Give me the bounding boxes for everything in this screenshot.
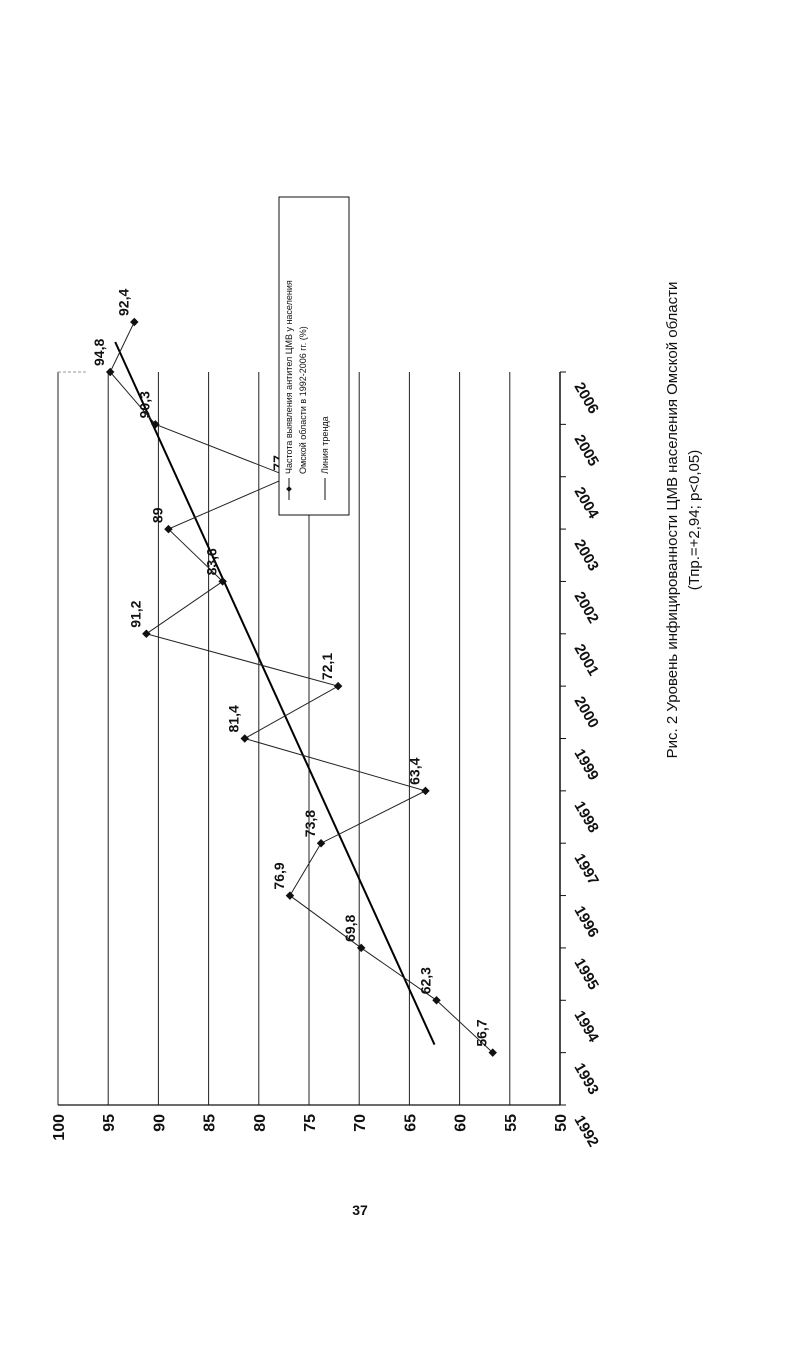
data-point [240,734,249,743]
data-label: 62,3 [418,967,434,994]
data-label: 72,1 [319,653,335,680]
data-point [432,996,441,1005]
category-tick-label: 1999 [571,746,602,783]
trend-layer [114,341,436,1046]
data-label: 81,4 [226,705,242,732]
data-point [285,891,295,900]
value-tick-label: 90 [151,1114,168,1132]
category-tick-label: 1992 [571,1113,602,1150]
page-number: 37 [352,1202,368,1218]
data-point [130,317,139,327]
legend-series-label: Омской области в 1992-2006 гг. (%) [298,326,308,474]
data-point [333,681,343,691]
legend-trend-label: Линия тренда [320,416,330,474]
label-layer: 56,7 62,3 69,8 76,9 73,8 63,4 81,4 72,1 91,2 83,6… [91,289,490,1047]
category-tick-label: 2004 [571,484,603,522]
value-tick-label: 60 [453,1114,470,1132]
category-tick-label: 2002 [571,589,602,626]
category-tick-label: 1993 [571,1060,602,1097]
value-tick-label: 75 [302,1114,319,1132]
legend-series-marker [286,486,292,492]
legend-series-label: Частота выявления антител ЦМВ у населени… [284,280,294,474]
category-tick-label: 1995 [571,955,602,992]
category-tick-label: 2005 [571,432,602,469]
figure-caption: Рис. 2 Уровень инфицированности ЦМВ насе… [664,282,703,759]
category-tick-label: 1998 [571,798,602,835]
category-tick-label: 2006 [571,380,602,417]
grid-layer [57,372,511,1105]
data-label: 91,2 [127,600,143,627]
legend: Частота выявления антител ЦМВ у населени… [278,196,350,516]
trend-line [114,341,436,1046]
data-point [488,1048,497,1057]
category-tick-label: 1997 [571,851,602,888]
value-tick-label: 55 [503,1114,520,1132]
data-label: 92,4 [115,289,131,316]
data-label: 56,7 [474,1019,490,1046]
caption-line-1: Рис. 2 Уровень инфицированности ЦМВ насе… [664,282,681,759]
category-tick-label: 2000 [571,694,602,731]
category-tick-label: 1996 [571,903,602,940]
category-tick-label: 2001 [571,641,602,678]
value-tick-label: 95 [101,1114,118,1132]
value-tick-label: 100 [51,1114,68,1141]
value-tick-label: 70 [352,1114,369,1132]
category-tick-label: 2003 [571,537,602,574]
legend-box [278,196,350,516]
data-label: 89 [149,507,165,523]
category-tick-label: 1994 [571,1008,603,1046]
data-point [316,838,326,848]
data-label: 90,3 [136,391,152,418]
data-point [142,629,151,639]
caption-line-2: (Тпр.=+2,94; p<0,05) [686,450,703,590]
data-point [151,420,160,429]
data-label: 73,8 [302,810,318,837]
data-point [356,943,366,953]
value-tick-label: 50 [553,1114,570,1132]
data-point [105,367,115,377]
value-tick-label: 65 [402,1114,419,1132]
data-label: 69,8 [342,914,358,941]
data-label: 76,9 [271,862,287,889]
value-tick-label: 85 [202,1114,219,1132]
value-tick-label: 80 [252,1114,269,1132]
data-label: 83,6 [204,548,220,575]
data-point [421,786,430,796]
data-label: 63,4 [406,757,422,784]
data-label: 94,8 [91,339,107,366]
